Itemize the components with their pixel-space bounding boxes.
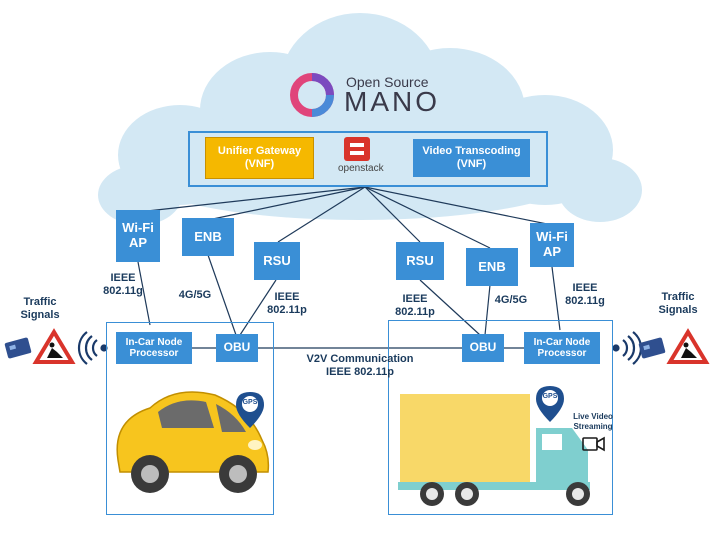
car-gps-label: GPS	[242, 399, 258, 406]
openstack-logo	[344, 137, 370, 161]
link-label-rsu-right: IEEE 802.11p	[395, 293, 435, 319]
road-work-sign-right-icon	[666, 328, 710, 364]
wifi-ap-left[interactable]: Wi-Fi AP	[116, 210, 160, 262]
enb-right[interactable]: ENB	[466, 248, 518, 286]
live-video-streaming-label: Live Video Streaming	[573, 412, 613, 431]
vnf-container	[188, 131, 548, 187]
traffic-sensor-right-icon	[638, 337, 666, 359]
mano-title-top: Open Source	[346, 74, 429, 90]
obu-right[interactable]: OBU	[462, 334, 504, 362]
video-transcoding-vnf[interactable]: Video Transcoding (VNF)	[413, 139, 530, 177]
car-gps-pin-icon	[236, 392, 264, 428]
v2v-label: V2V Communication IEEE 802.11p	[306, 353, 414, 379]
link-label-wifi-right: IEEE 802.11g	[565, 282, 605, 308]
mano-title-main: MANO	[344, 86, 440, 117]
car-illustration	[116, 391, 270, 493]
truck-gps-label: GPS	[542, 393, 558, 400]
car-frame	[106, 322, 274, 515]
traffic-sensor-left-icon	[4, 337, 32, 359]
signal-waves-right-icon	[612, 331, 643, 365]
truck-illustration	[398, 394, 590, 506]
traffic-signals-left-label: Traffic Signals	[20, 296, 60, 322]
signal-waves-left-icon	[77, 331, 108, 365]
in-car-node-processor-left[interactable]: In-Car Node Processor	[116, 332, 192, 364]
road-work-sign-left-icon	[32, 328, 76, 364]
cloud-shape	[98, 13, 642, 225]
rsu-right[interactable]: RSU	[396, 242, 444, 280]
link-label-enb-left: 4G/5G	[178, 289, 212, 301]
truck-frame	[388, 320, 613, 515]
obu-left[interactable]: OBU	[216, 334, 258, 362]
enb-left[interactable]: ENB	[182, 218, 234, 256]
rsu-left[interactable]: RSU	[254, 242, 300, 280]
video-camera-icon	[582, 436, 605, 452]
link-label-wifi-left: IEEE 802.11g	[103, 272, 143, 298]
openstack-label: openstack	[338, 163, 384, 174]
unifier-gateway-vnf[interactable]: Unifier Gateway (VNF)	[205, 137, 314, 179]
traffic-signals-right-label: Traffic Signals	[658, 291, 698, 317]
mano-logo	[290, 73, 334, 117]
wifi-ap-right[interactable]: Wi-Fi AP	[530, 223, 574, 267]
link-label-enb-right: 4G/5G	[494, 294, 528, 306]
truck-gps-pin-icon	[536, 386, 564, 422]
in-car-node-processor-right[interactable]: In-Car Node Processor	[524, 332, 600, 364]
link-label-rsu-left: IEEE 802.11p	[267, 291, 307, 317]
connection-lines	[137, 186, 561, 349]
